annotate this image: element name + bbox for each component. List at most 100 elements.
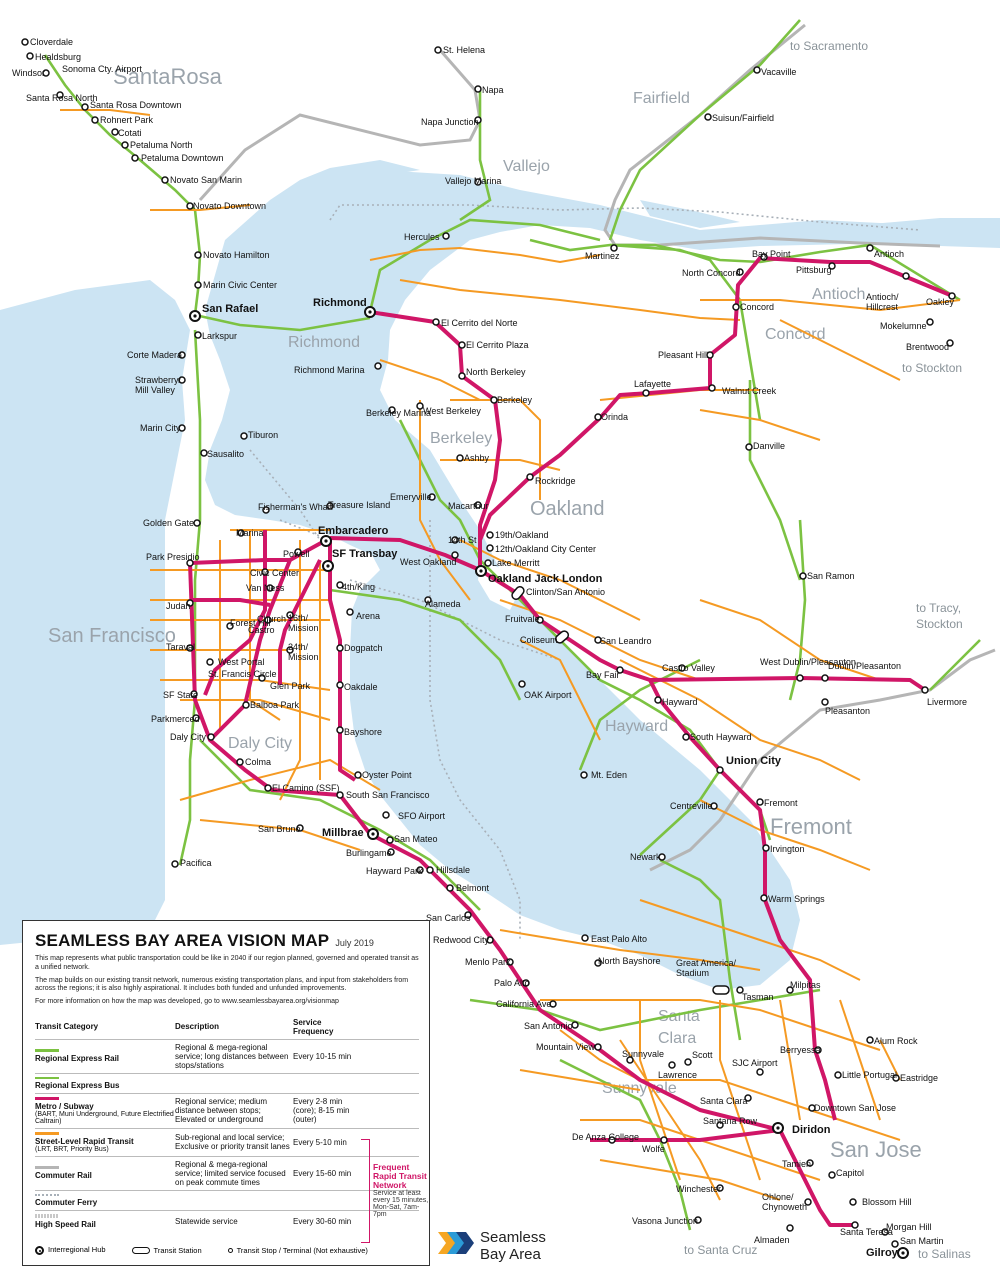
station-label: Berkeley Marina [366,408,431,418]
station-label: Ohlone/Chynoweth [762,1192,807,1212]
station-label: Santa Clara [700,1096,748,1106]
station-label: Petaluma North [130,140,193,150]
station-label: Mountain View [536,1042,595,1052]
frequent-network-bracket [361,1138,370,1243]
station-label: Clinton/San Antonio [526,587,605,597]
station-label: Sausalito [207,449,244,459]
station-label: San Leandro [600,636,652,646]
station-label: Cotati [118,128,142,138]
station-label: West Berkeley [423,406,481,416]
station-label: Santa Teresa [840,1227,893,1237]
station-label: Dogpatch [344,643,383,653]
station-label: Fruitvale [505,614,540,624]
station-label: Oakdale [344,682,378,692]
svg-text:Clara: Clara [658,1030,696,1047]
station-label: Lafayette [634,379,671,389]
station-icon [131,1247,150,1255]
station-label: Concord [740,302,774,312]
station-label: Santana Row [703,1116,758,1126]
symbol-hub: Interregional Hub [35,1245,106,1255]
station-label: Colma [245,757,271,767]
legend-category: Regional Express Rail [35,1040,175,1073]
station-label: Bay Fair [586,670,620,680]
frequent-network-note: Frequent Rapid Transit Network Service a… [373,1161,431,1217]
station-label: Daly City [170,732,207,742]
station-label: West Oakland [400,557,456,567]
station-label: Healdsburg [35,52,81,62]
legend-category: Commuter Ferry [35,1191,175,1210]
station-label: Balboa Park [250,700,300,710]
station-label: Richmond [313,297,367,309]
category-name: Regional Express Rail [35,1054,120,1064]
category-description [175,1191,291,1210]
hub-markers [189,306,909,1259]
station-label: Great America/Stadium [676,958,737,978]
station-label: Hayward Park [366,866,423,876]
legend-intro: This map represents what public transpor… [35,955,419,971]
header-frequency: Service Frequency [293,1017,334,1036]
station-label: El Cerrito del Norte [441,318,518,328]
station-label: Burlingame [346,848,392,858]
station-label: 24th/Mission [288,642,319,662]
destination-labels: to Sacramento to Stockton to Tracy, Stoc… [684,39,971,1261]
station-label: Capitol [836,1168,864,1178]
station-label: Hayward [662,697,698,707]
station-label: 16th/Mission [288,613,319,633]
station-label: South San Francisco [346,790,430,800]
svg-text:Stockton: Stockton [916,617,963,631]
station-label: Milpitas [790,980,821,990]
symbol-station: Transit Station [131,1246,202,1255]
svg-text:to Tracy,: to Tracy, [916,601,961,615]
station-label: Suisun/Fairfield [712,113,774,123]
station-label: Gilroy [866,1247,899,1259]
station-label: Petaluma Downtown [141,153,224,163]
header-category: Transit Category [35,1022,99,1032]
svg-text:to Stockton: to Stockton [902,361,962,375]
station-label: Rockridge [535,476,576,486]
line-swatch [35,1166,59,1170]
station-label: Little Portugal [842,1070,897,1080]
station-label: Treasure Island [328,500,390,510]
category-name: High Speed Rail [35,1219,96,1229]
station-label: Pleasant Hill [658,350,708,360]
station-label: Taraval [166,642,195,652]
station-label: Church [257,614,286,624]
category-frequency [291,1074,359,1093]
station-label: Martinez [585,251,620,261]
station-label: SJC Airport [732,1058,778,1068]
station-label: Judah [166,601,191,611]
station-label: Oakland Jack London [488,573,603,585]
station-label: Larkspur [202,331,237,341]
svg-text:Vallejo: Vallejo [503,158,550,175]
line-swatch [35,1131,59,1135]
logo-line2: Bay Area [480,1245,541,1263]
station-label: Emeryville [390,492,432,502]
category-description: Regional & mega-regional service; limite… [175,1159,286,1187]
station-label: East Palo Alto [591,934,647,944]
line-swatch [35,1076,59,1079]
station-label: Oakley [926,297,955,307]
station-label: Walnut Creek [722,386,777,396]
frequent-network-title: Frequent Rapid Transit Network [373,1161,427,1190]
station-label: 4th/King [342,582,375,592]
station-label: Scott [692,1050,713,1060]
station-label: Downtown San Jose [814,1103,896,1113]
legend-date: July 2019 [335,938,374,948]
station-label: Wolfe [642,1144,665,1154]
station-label: Corte Madera [127,350,182,360]
category-description: Sub-regional and local service; Exclusiv… [175,1133,290,1152]
station-label: California Ave. [496,999,554,1009]
hub-icon [35,1246,44,1255]
station-label: OAK Airport [524,690,572,700]
svg-text:to Santa Cruz: to Santa Cruz [684,1243,757,1257]
station-label: Santa Rosa North [26,93,98,103]
station-label: West Portal [218,657,264,667]
category-frequency [291,1191,359,1210]
category-description: Regional & mega-regional service; long d… [175,1042,289,1070]
legend-category: Commuter Rail [35,1157,175,1190]
station-label: Novato Hamilton [203,250,270,260]
svg-text:San Jose: San Jose [830,1137,922,1162]
line-swatch [35,1193,59,1196]
